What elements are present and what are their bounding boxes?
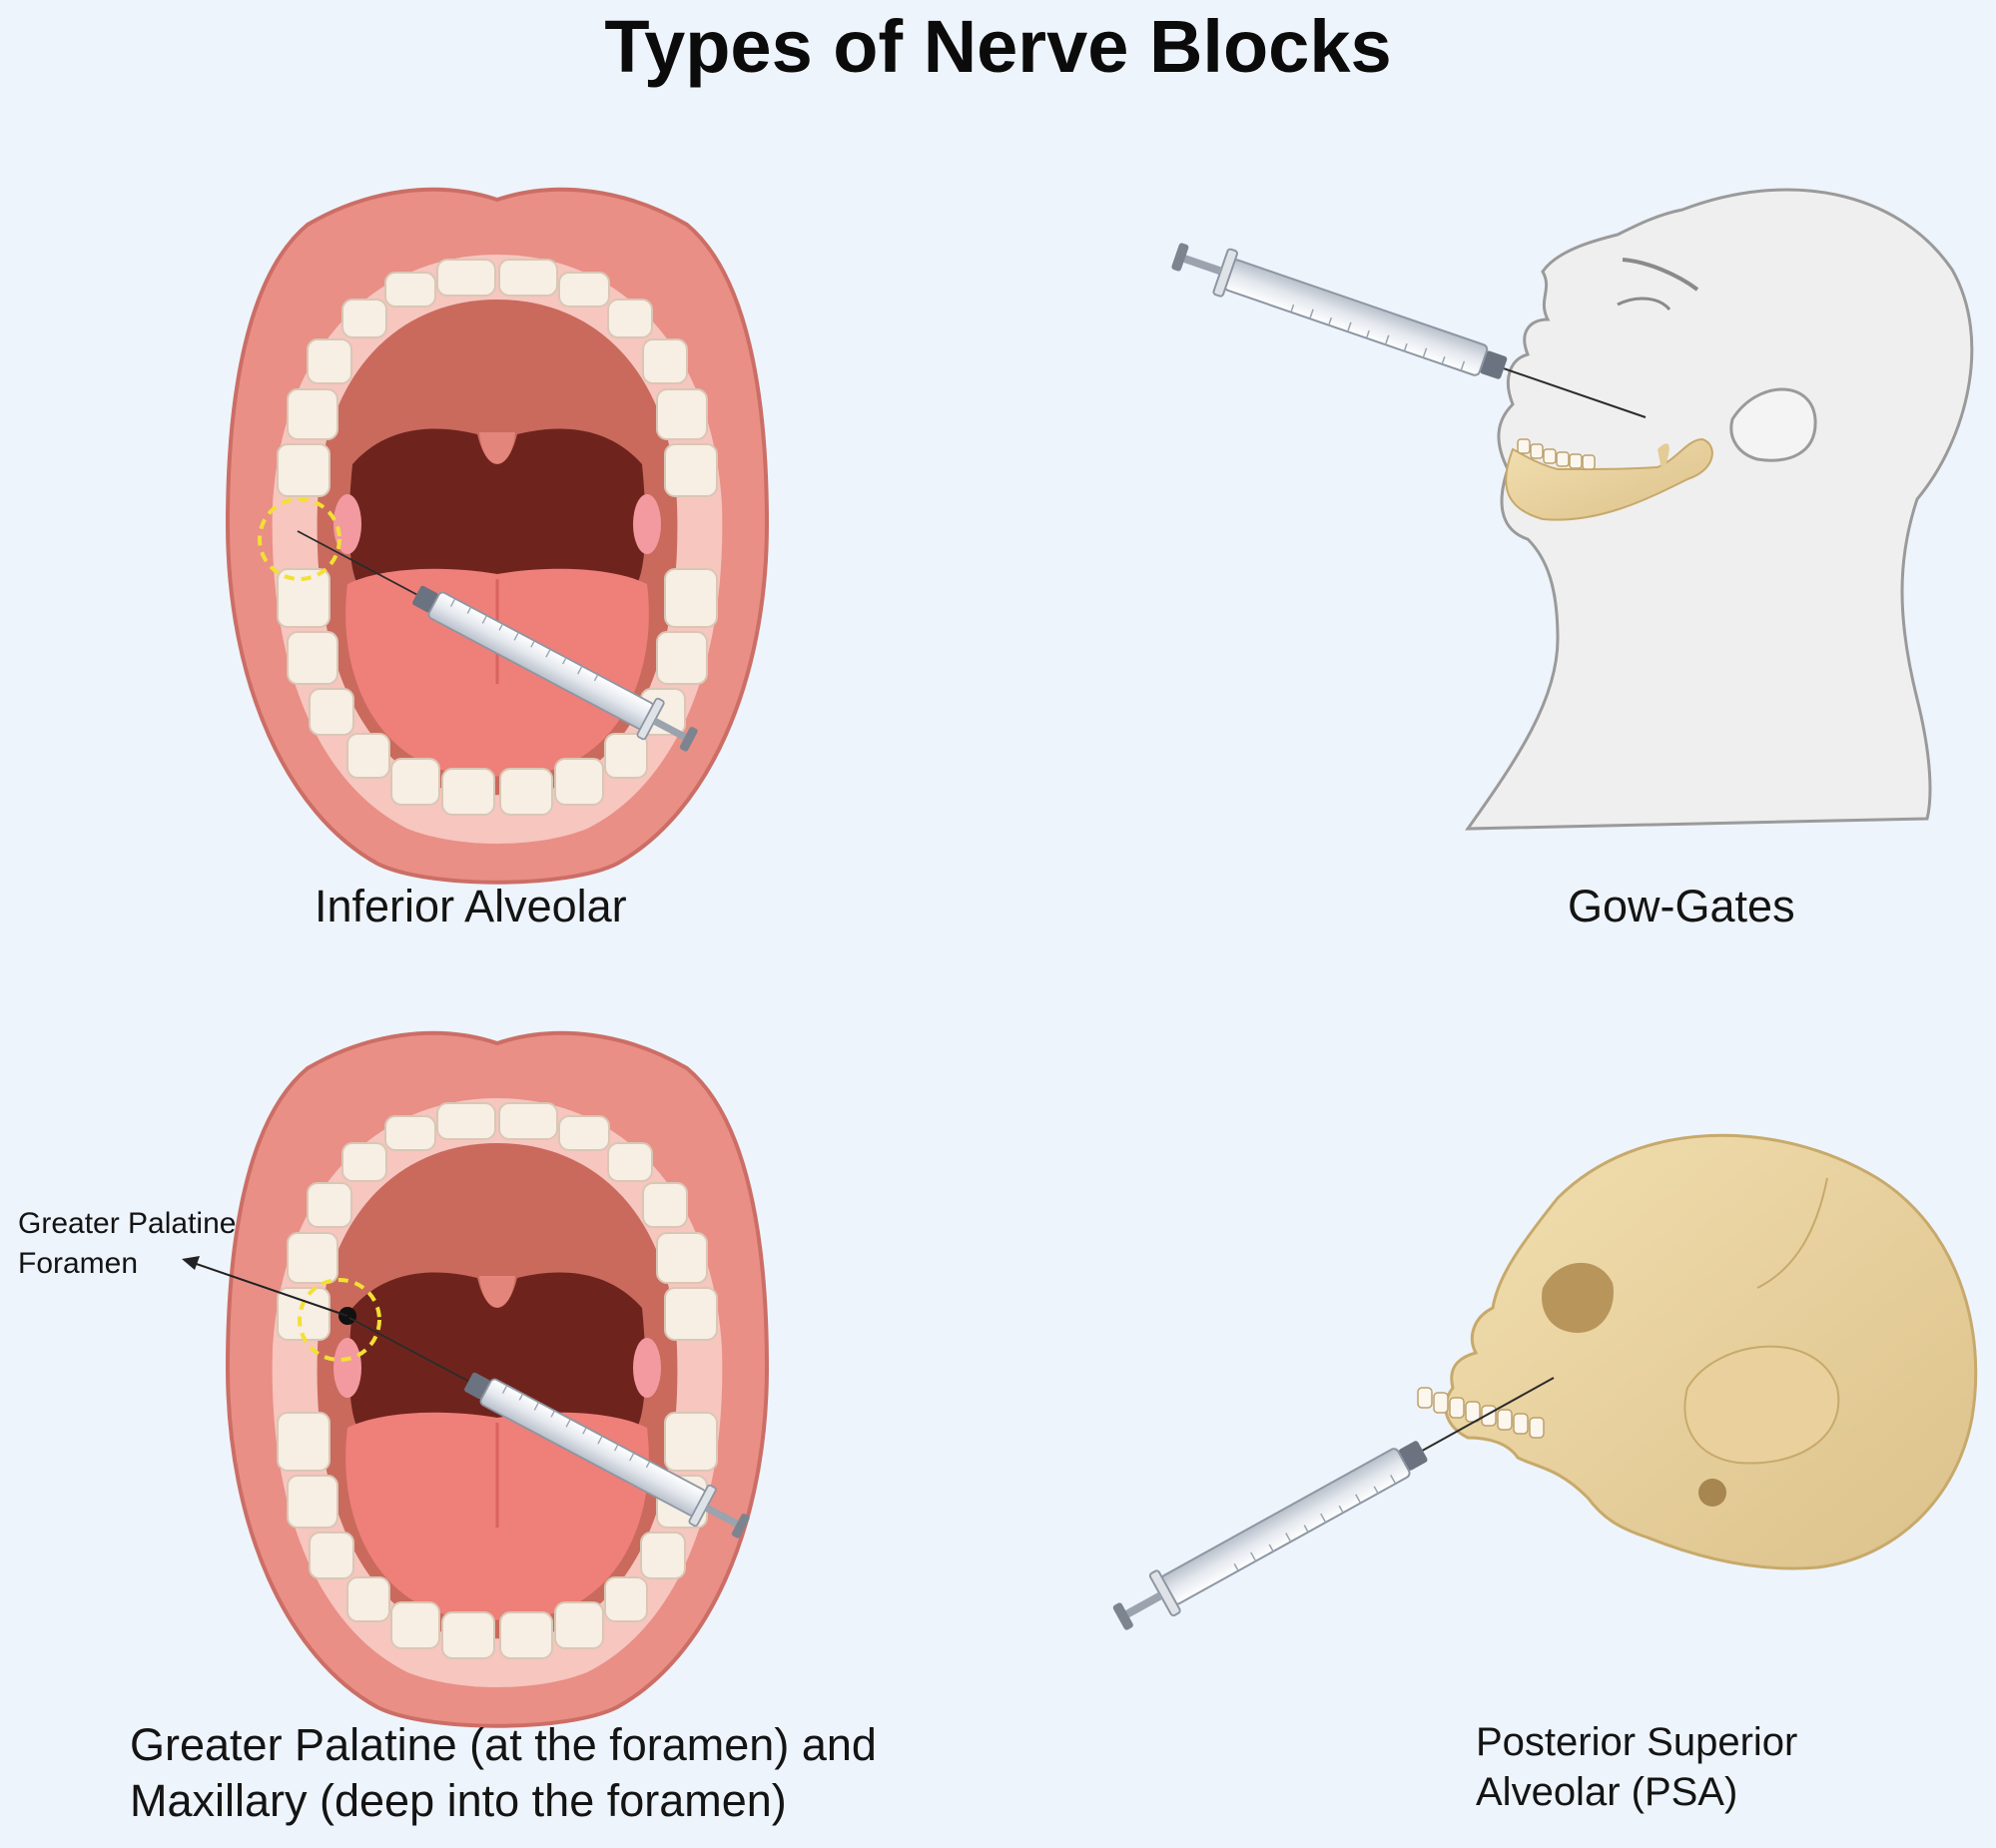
psa-label: Posterior Superior Alveolar (PSA) (1476, 1717, 1797, 1817)
psa-skull (1417, 1133, 1978, 1570)
callout-arrowhead (182, 1256, 200, 1270)
injection-site-marker (258, 497, 341, 581)
callout-line-2: Foramen (18, 1247, 139, 1280)
psa-label-line-2: Alveolar (PSA) (1476, 1770, 1738, 1814)
diagram-title: Types of Nerve Blocks (604, 5, 1392, 88)
psa-label-line-1: Posterior Superior (1476, 1720, 1798, 1764)
injection-site-marker (298, 1278, 381, 1362)
inferior-alveolar-mouth (226, 187, 769, 885)
gow-gates-head (1465, 188, 1974, 831)
gow-gates-label: Gow-Gates (1568, 881, 1795, 931)
greater-palatine-label: Greater Palatine (at the foramen) and Ma… (130, 1717, 877, 1829)
greater-palatine-foramen-callout: Greater Palatine Foramen (18, 1204, 236, 1284)
callout-arrow-line (187, 1260, 348, 1317)
greater-palatine-label-line-1: Greater Palatine (at the foramen) and (130, 1719, 877, 1770)
callout-line-1: Greater Palatine (18, 1207, 237, 1240)
inferior-alveolar-label: Inferior Alveolar (315, 881, 627, 931)
greater-palatine-label-line-2: Maxillary (deep into the foramen) (130, 1775, 787, 1826)
